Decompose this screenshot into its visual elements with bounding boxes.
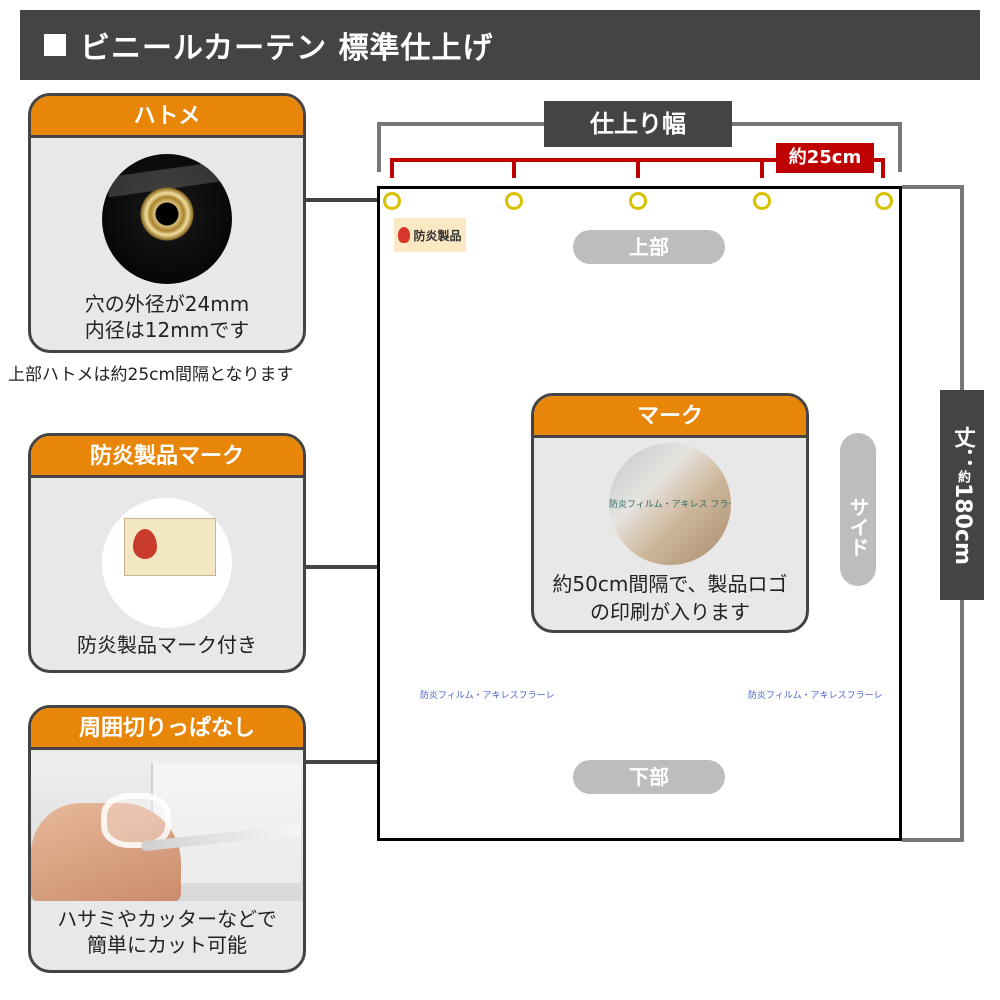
page-title-bar: ビニールカーテン 標準仕上げ — [20, 10, 980, 80]
page-title: ビニールカーテン 標準仕上げ — [80, 31, 494, 66]
height-label: 丈：約180cm — [940, 390, 984, 600]
bottom-label: 下部 — [573, 760, 725, 794]
grommet-card: ハトメ 穴の外径が24mm 内径は12mmです — [28, 93, 306, 353]
flame-badge: 防炎製品 — [394, 218, 466, 252]
flame-mark-connector-horizontal — [306, 565, 402, 569]
height-label-prefix: 丈： — [950, 425, 975, 470]
grommet-spacing-label: 約25cm — [776, 143, 874, 173]
cut-edges-card-text: ハサミやカッターなどで 簡単にカット可能 — [31, 906, 303, 958]
side-label: サイド — [840, 433, 876, 586]
printed-logo-left: 防炎フィルム・アキレスフラーレ — [420, 691, 555, 701]
grommet-marker-icon — [505, 192, 523, 210]
grommet-connector-line — [306, 198, 378, 202]
logo-mark-photo: 防炎フィルム・アキレス フラーレ — [609, 443, 731, 565]
grommet-inner-diameter: 内径は12mmです — [84, 318, 250, 342]
logo-mark-card-title: マーク — [534, 396, 806, 438]
grommet-outer-diameter: 穴の外径が24mm — [84, 292, 250, 316]
logo-mark-line1: 約50cm間隔で、製品ロゴ — [552, 572, 788, 596]
flame-mark-card-title: 防炎製品マーク — [31, 436, 303, 478]
flame-mark-caption: 防炎製品マーク付き — [77, 633, 257, 657]
width-dimension-left-tick — [377, 122, 381, 172]
grommet-marker-icon — [383, 192, 401, 210]
grommet-spacing-note: 上部ハトメは約25cm間隔となります — [8, 365, 294, 385]
grommet-ring-icon — [140, 187, 194, 241]
spacing-tick — [512, 158, 516, 178]
height-label-value: 180cm — [950, 482, 975, 565]
square-bullet-icon — [44, 34, 66, 56]
grommet-marker-icon — [875, 192, 893, 210]
flame-icon — [133, 529, 157, 559]
logo-mark-photo-text: 防炎フィルム・アキレス フラーレ — [609, 500, 731, 510]
logo-mark-card: マーク 防炎フィルム・アキレス フラーレ 約50cm間隔で、製品ロゴ の印刷が入… — [531, 393, 809, 633]
spacing-tick — [636, 158, 640, 178]
flame-mark-photo — [102, 498, 232, 628]
spacing-tick — [390, 158, 394, 178]
logo-mark-line2: の印刷が入ります — [590, 600, 750, 624]
flame-badge-label: 防炎製品 — [413, 228, 462, 243]
grommet-marker-icon — [629, 192, 647, 210]
width-label: 仕上り幅 — [544, 101, 732, 147]
cut-edges-connector-line — [306, 760, 378, 764]
height-dimension-bottom-tick — [902, 838, 964, 842]
cut-edges-line1: ハサミやカッターなどで — [57, 907, 277, 931]
cut-edges-card-title: 周囲切りっぱなし — [31, 708, 303, 750]
top-label: 上部 — [573, 230, 725, 264]
grommet-card-title: ハトメ — [31, 96, 303, 138]
spacing-tick — [760, 158, 764, 178]
height-dimension-top-tick — [902, 185, 964, 189]
height-label-approx: 約 — [955, 469, 970, 483]
flame-mark-label — [124, 518, 216, 576]
cut-edges-card: 周囲切りっぱなし ハサミやカッターなどで 簡単にカット可能 — [28, 705, 306, 973]
grommet-card-text: 穴の外径が24mm 内径は12mmです — [31, 291, 303, 343]
flame-icon — [398, 227, 411, 243]
printed-logo-right: 防炎フィルム・アキレスフラーレ — [748, 691, 883, 701]
logo-mark-card-text: 約50cm間隔で、製品ロゴ の印刷が入ります — [534, 570, 806, 626]
scissors-cutting-photo — [31, 753, 303, 901]
spacing-tick — [881, 158, 885, 178]
cut-edges-line2: 簡単にカット可能 — [87, 933, 247, 957]
flame-mark-card: 防炎製品マーク 防炎製品マーク付き — [28, 433, 306, 673]
grommet-photo — [102, 154, 232, 284]
grommet-marker-icon — [753, 192, 771, 210]
width-dimension-right-tick — [898, 122, 902, 172]
